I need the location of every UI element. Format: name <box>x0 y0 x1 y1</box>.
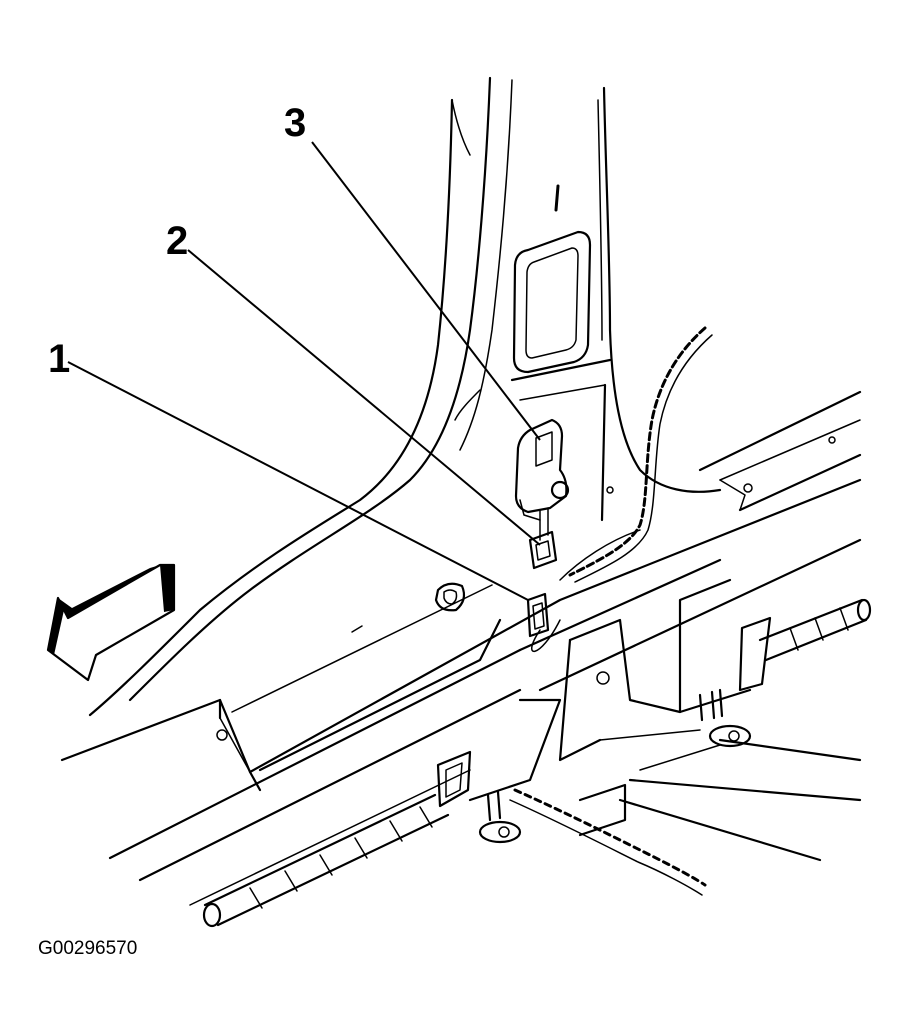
conduit-right <box>738 598 872 692</box>
callout-label-2: 2 <box>166 219 188 263</box>
upper-harness <box>454 326 713 653</box>
fasteners <box>436 688 752 844</box>
sensor-module-3 <box>514 418 570 521</box>
callout-leader-2 <box>187 249 541 546</box>
b-pillar <box>88 76 722 717</box>
callout-label-3: 3 <box>284 101 306 145</box>
figure-id: G00296570 <box>38 938 138 959</box>
rocker-panels <box>60 390 862 906</box>
conduit-lower-left <box>202 793 450 928</box>
conduit-lower-right <box>509 788 707 896</box>
callout-label-1: 1 <box>48 337 70 381</box>
forward-direction-arrow <box>46 563 176 682</box>
connector-1 <box>526 592 550 638</box>
callout-leader-1 <box>67 361 529 601</box>
callout-leader-3 <box>311 141 541 441</box>
connector-2 <box>528 507 558 570</box>
